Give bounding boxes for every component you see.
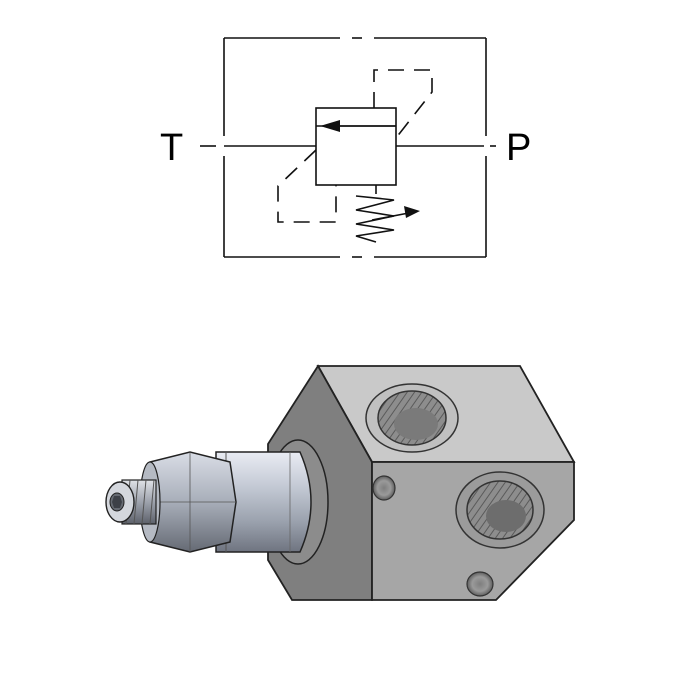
hex-socket-icon	[112, 496, 122, 508]
adjustable-arrow-icon	[371, 206, 420, 221]
drain-line-t	[277, 149, 337, 223]
port-label-t: T	[160, 127, 183, 169]
hydraulic-schematic: T P	[160, 37, 531, 258]
top-port	[365, 383, 459, 453]
envelope-box	[223, 37, 487, 258]
adjusting-screw	[105, 479, 157, 525]
flow-arrow-icon	[320, 120, 340, 132]
port-label-p: P	[506, 127, 531, 169]
pilot-line-p	[373, 69, 433, 139]
front-port	[455, 471, 545, 549]
mount-hole-lower	[466, 571, 494, 597]
mount-hole-upper	[372, 475, 396, 501]
valve-3d-render	[105, 364, 576, 601]
valve-element	[315, 107, 397, 186]
